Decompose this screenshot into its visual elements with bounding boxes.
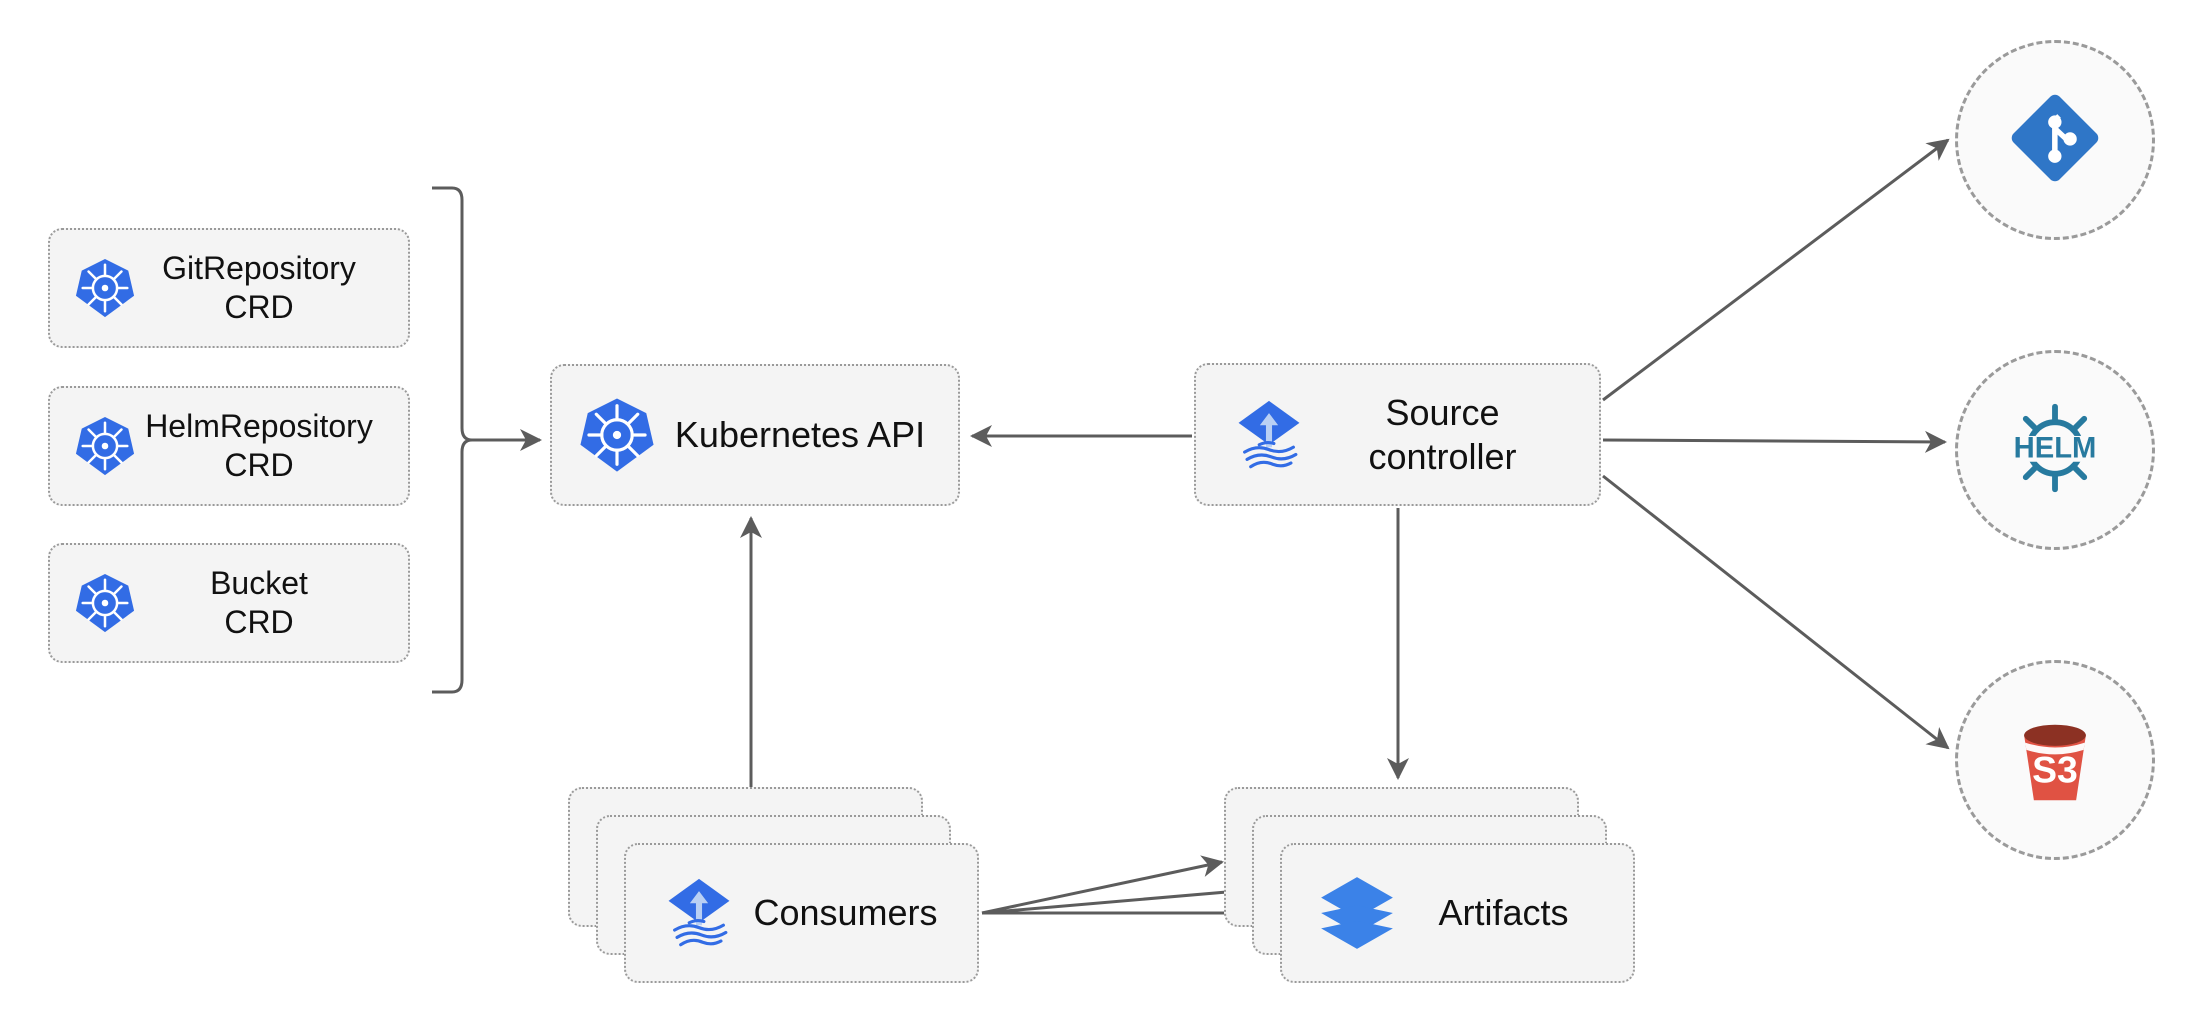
node-label: Bucket CRD bbox=[210, 564, 308, 640]
node-label: Artifacts bbox=[1438, 892, 1569, 934]
node-label: Consumers bbox=[753, 892, 938, 934]
s3-wordmark: S3 bbox=[2032, 748, 2078, 790]
node-s3-source[interactable]: S3 bbox=[1955, 660, 2155, 860]
node-label: Kubernetes API bbox=[674, 414, 926, 456]
flux-icon bbox=[660, 874, 738, 952]
flux-icon bbox=[1230, 396, 1308, 474]
edge-consumers-to-artifacts-2 bbox=[981, 880, 1252, 915]
node-kubernetes-api[interactable]: Kubernetes API bbox=[550, 364, 960, 506]
node-bucket-crd[interactable]: Bucket CRD bbox=[48, 543, 410, 663]
edge-consumers-to-artifacts-1 bbox=[981, 855, 1224, 915]
kubernetes-icon bbox=[578, 396, 656, 474]
s3-bucket-icon: S3 bbox=[2003, 706, 2107, 815]
node-helm-source[interactable]: HELM bbox=[1955, 350, 2155, 550]
node-consumers[interactable]: Consumers bbox=[624, 843, 979, 983]
node-artifacts[interactable]: Artifacts bbox=[1280, 843, 1635, 983]
node-label: Source controller bbox=[1368, 391, 1517, 477]
node-source-controller[interactable]: Source controller bbox=[1194, 363, 1601, 506]
node-helmrepository-crd[interactable]: HelmRepository CRD bbox=[48, 386, 410, 506]
edge-sourcecontroller-to-helm bbox=[1602, 430, 1947, 453]
crd-group-bracket bbox=[432, 186, 473, 694]
helm-wordmark: HELM bbox=[2014, 432, 2097, 464]
node-git-source[interactable] bbox=[1955, 40, 2155, 240]
kubernetes-icon bbox=[74, 257, 136, 319]
kubernetes-icon bbox=[74, 415, 136, 477]
node-gitrepository-crd[interactable]: GitRepository CRD bbox=[48, 228, 410, 348]
node-label: GitRepository CRD bbox=[162, 249, 356, 325]
helm-icon: HELM bbox=[2000, 393, 2110, 508]
kubernetes-icon bbox=[74, 572, 136, 634]
git-icon bbox=[2003, 86, 2107, 195]
layers-icon bbox=[1316, 872, 1398, 954]
edge-sourcecontroller-to-git bbox=[1602, 138, 1950, 402]
edge-sourcecontroller-to-s3 bbox=[1602, 474, 1950, 750]
node-label: HelmRepository CRD bbox=[145, 407, 373, 483]
